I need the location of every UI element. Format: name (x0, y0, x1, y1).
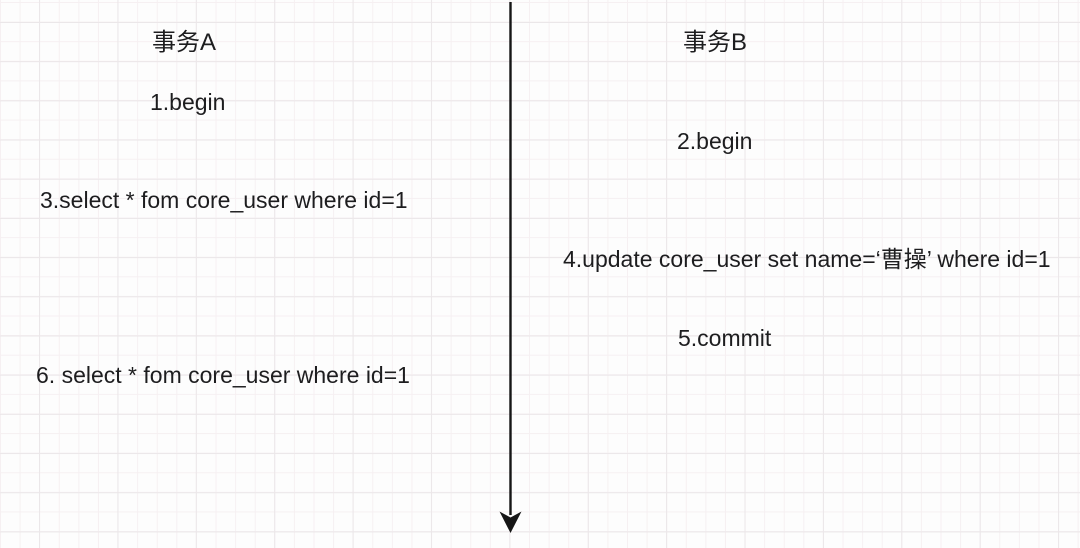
timeline-arrow (499, 2, 522, 533)
transaction-b-step-begin: 2.begin (677, 128, 753, 154)
transaction-b-step-update: 4.update core_user set name=‘曹操’ where i… (563, 246, 1051, 272)
transaction-a-step-select-second: 6. select * fom core_user where id=1 (36, 362, 410, 388)
transaction-a-step-select-first: 3.select * fom core_user where id=1 (40, 187, 408, 213)
transaction-b-step-commit: 5.commit (678, 325, 772, 351)
transaction-a-title: 事务A (152, 29, 217, 56)
arrowhead-down-icon (499, 511, 522, 533)
transaction-a-step-begin: 1.begin (150, 89, 226, 115)
transaction-b-title: 事务B (683, 29, 748, 56)
